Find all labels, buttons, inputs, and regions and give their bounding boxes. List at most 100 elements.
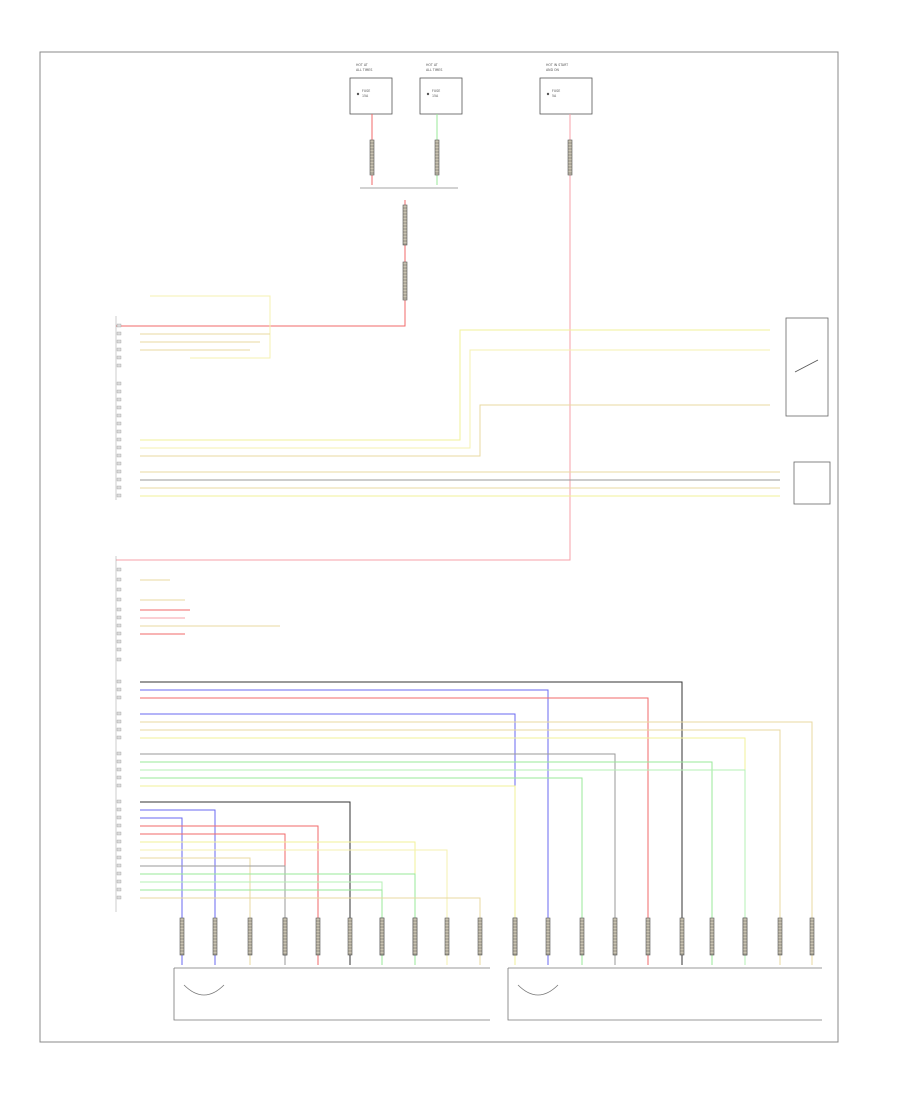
right-switch-box — [785, 317, 829, 417]
fuse-inner-text: 5A — [552, 94, 557, 98]
rear-pin — [116, 855, 122, 860]
fuse-header-text: ALL TIMES — [426, 68, 442, 72]
wire-left-motor-11 — [140, 889, 383, 965]
front-pin — [116, 397, 122, 402]
front-pin — [116, 413, 122, 418]
wire-left-motor-3 — [140, 825, 319, 965]
front-pin — [116, 445, 122, 450]
motor-sensor-icon — [517, 984, 559, 996]
rear-pin — [116, 679, 122, 684]
fuse-header-text: HOT AT — [426, 63, 438, 67]
wire-right-motor-5 — [140, 729, 781, 965]
motor-frame — [507, 968, 822, 1021]
plug-left-motor-11 — [379, 917, 385, 956]
wire-right-motor-7 — [140, 753, 616, 965]
front-pin — [116, 355, 122, 360]
rear-pin — [116, 657, 122, 662]
rear-pin — [116, 799, 122, 804]
wire-right-motor-10 — [140, 777, 583, 965]
rear-pin — [116, 735, 122, 740]
plug-left-motor-3 — [315, 917, 321, 956]
front-pin — [116, 331, 122, 336]
rear-pin — [116, 759, 122, 764]
front-pin — [116, 485, 122, 490]
plug-right-motor-9 — [742, 917, 748, 956]
rear-pin — [116, 727, 122, 732]
plug-right-motor-5 — [777, 917, 783, 956]
plug-fuse-b — [434, 139, 440, 176]
plug-left-motor-1 — [212, 917, 218, 956]
fuse-box — [419, 77, 463, 115]
wire-module-loop — [150, 295, 271, 359]
fuse-inner-text: 15A — [432, 94, 439, 98]
plug-left-motor-8 — [282, 917, 288, 956]
rear-pin — [116, 567, 122, 572]
rear-pin — [116, 587, 122, 592]
wire-left-motor-6 — [140, 849, 448, 965]
plug-left-motor-7 — [247, 917, 253, 956]
wire-left-motor-2 — [140, 817, 183, 965]
diagram-frame — [39, 51, 839, 1043]
plug-right-motor-10 — [579, 917, 585, 956]
rear-pin — [116, 815, 122, 820]
wire-right-motor-11 — [140, 785, 516, 965]
front-pin — [116, 453, 122, 458]
rear-pin — [116, 607, 122, 612]
plug-right-motor-0 — [679, 917, 685, 956]
rear-pin — [116, 695, 122, 700]
wire-right-motor-9 — [140, 769, 746, 965]
rear-pin — [116, 887, 122, 892]
rear-pin — [116, 719, 122, 724]
wire-group — [116, 114, 813, 965]
rear-pin — [116, 839, 122, 844]
plug-feed-b — [402, 261, 408, 301]
fuse-header-text: ALL TIMES — [356, 68, 372, 72]
rear-pin — [116, 895, 122, 900]
fuse-terminal-icon — [546, 92, 550, 96]
rear-pin — [116, 597, 122, 602]
switch-contact-icon — [794, 359, 819, 373]
plug-right-motor-7 — [612, 917, 618, 956]
rear-pin — [116, 863, 122, 868]
wire-right-motor-0 — [140, 681, 683, 965]
fuse-box — [349, 77, 393, 115]
fuse-header-text: AND ON — [546, 68, 560, 72]
rear-pin — [116, 879, 122, 884]
wire-right-motor-4 — [140, 721, 813, 965]
plug-right-motor-8 — [709, 917, 715, 956]
wire-switch-yellow-a — [140, 329, 770, 441]
plug-left-motor-12 — [477, 917, 483, 956]
plug-left-motor-0 — [347, 917, 353, 956]
plug-fuse-a — [369, 139, 375, 176]
rear-pin — [116, 775, 122, 780]
plug-feed-a — [402, 204, 408, 246]
fuse-inner-text: 15A — [362, 94, 369, 98]
plug-right-motor-1 — [545, 917, 551, 956]
front-pin — [116, 421, 122, 426]
fuse-terminal-icon — [356, 92, 360, 96]
rear-pin — [116, 639, 122, 644]
plug-left-motor-6 — [444, 917, 450, 956]
wire-left-motor-4 — [140, 833, 286, 965]
fuse-inner-text: FUSE — [432, 89, 440, 93]
front-pin — [116, 363, 122, 368]
wire-switch-yellow-b — [140, 349, 770, 449]
rear-pin — [116, 623, 122, 628]
wire-left-motor-0 — [140, 801, 351, 965]
rear-pin — [116, 615, 122, 620]
connector-group — [115, 139, 815, 956]
front-pin — [116, 339, 122, 344]
front-pin — [116, 405, 122, 410]
rear-pin — [116, 783, 122, 788]
front-pin — [116, 461, 122, 466]
fuse-inner-text: FUSE — [362, 89, 370, 93]
wire-feed-front — [116, 200, 406, 327]
plug-right-motor-2 — [645, 917, 651, 956]
plug-left-motor-9 — [412, 917, 418, 956]
wire-right-motor-1 — [140, 689, 549, 965]
component-group — [173, 317, 831, 1021]
plug-fuse-c — [567, 139, 573, 176]
front-pin — [116, 429, 122, 434]
